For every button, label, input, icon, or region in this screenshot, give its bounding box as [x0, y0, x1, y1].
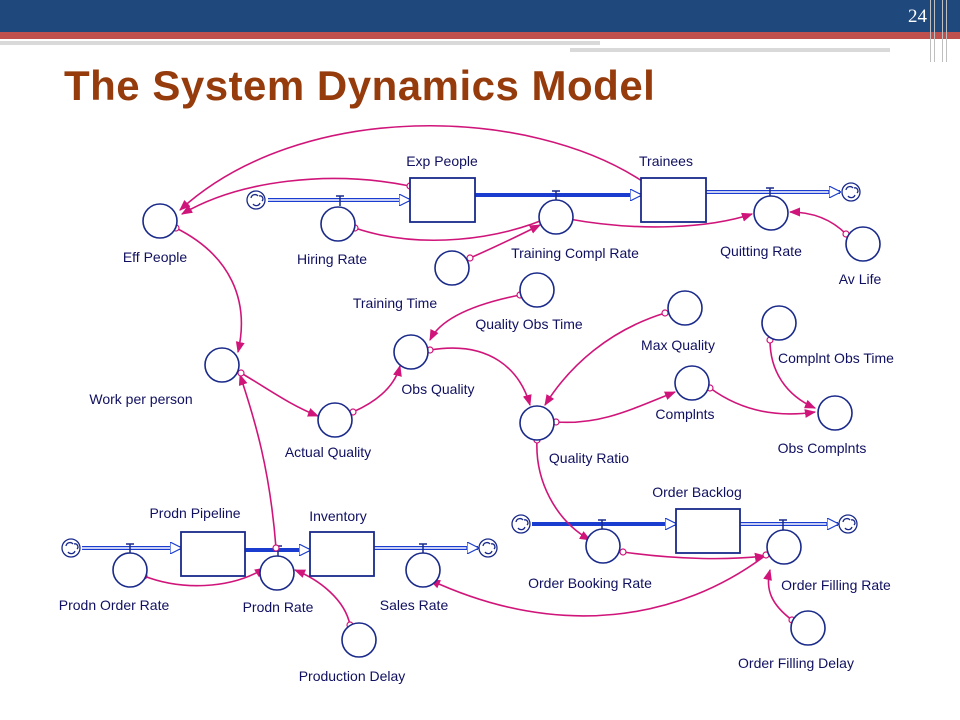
- cloud-icon: [838, 514, 858, 534]
- node-order-filling-delay: [790, 610, 826, 646]
- stocks: [180, 177, 741, 577]
- cloud-icon: [478, 538, 498, 558]
- node-order-filling-rate: [766, 529, 802, 565]
- node-quality-ratio: [519, 405, 555, 441]
- stock-exp-people: [409, 177, 476, 223]
- node-complnts: [674, 365, 710, 401]
- node-production-delay: [341, 622, 377, 658]
- node-obs-quality: [393, 334, 429, 370]
- information-links: [143, 124, 847, 626]
- label-complnt-obs-time: Complnt Obs Time: [778, 350, 894, 366]
- slide-number: 24: [908, 6, 927, 27]
- node-work-per-person: [204, 347, 240, 383]
- label-quality-ratio: Quality Ratio: [549, 450, 629, 466]
- label-complnts: Complnts: [655, 406, 714, 422]
- node-training-time: [434, 250, 470, 286]
- node-hiring-rate: [320, 206, 356, 242]
- label-prodn-pipeline: Prodn Pipeline: [149, 505, 240, 521]
- label-training-time: Training Time: [353, 295, 438, 311]
- label-av-life: Av Life: [839, 271, 882, 287]
- label-hiring-rate: Hiring Rate: [297, 251, 367, 267]
- divider-line: [0, 41, 600, 45]
- stock-trainees: [640, 177, 707, 223]
- label-order-booking-rate: Order Booking Rate: [528, 575, 652, 591]
- node-order-booking-rate: [585, 528, 621, 564]
- cloud-icon: [841, 182, 861, 202]
- cloud-icon: [511, 514, 531, 534]
- divider-line-short: [570, 48, 890, 52]
- cloud-icons: [61, 182, 861, 558]
- node-actual-quality: [317, 402, 353, 438]
- page-title: The System Dynamics Model: [64, 62, 656, 109]
- variables: [112, 195, 881, 658]
- label-obs-quality: Obs Quality: [401, 381, 474, 397]
- node-max-quality: [667, 290, 703, 326]
- label-sales-rate: Sales Rate: [380, 597, 449, 613]
- label-training-compl-rate: Training Compl Rate: [511, 245, 639, 261]
- label-quitting-rate: Quitting Rate: [720, 243, 802, 259]
- node-quitting-rate: [753, 195, 789, 231]
- stock-inventory: [309, 531, 375, 577]
- node-prodn-rate: [259, 555, 295, 591]
- node-complnt-obs-time: [761, 305, 797, 341]
- label-order-filling-rate: Order Filling Rate: [781, 577, 891, 593]
- label-prodn-rate: Prodn Rate: [243, 599, 314, 615]
- label-inventory: Inventory: [309, 508, 367, 524]
- label-order-filling-delay: Order Filling Delay: [738, 655, 854, 671]
- header-bar: [0, 0, 960, 32]
- stock-prodn-pipeline: [180, 531, 246, 577]
- node-training-compl-rate: [538, 199, 574, 235]
- stock-order-backlog: [675, 508, 741, 554]
- label-order-backlog: Order Backlog: [652, 484, 741, 500]
- decor-lines: [928, 0, 960, 62]
- label-actual-quality: Actual Quality: [285, 444, 371, 460]
- label-obs-complnts: Obs Complnts: [778, 440, 867, 456]
- cloud-icon: [61, 538, 81, 558]
- accent-line: [0, 32, 960, 39]
- node-eff-people: [142, 203, 178, 239]
- label-work-per-person: Work per person: [89, 391, 192, 407]
- labels: Exp People Trainees Prodn Pipeline Inven…: [59, 153, 894, 684]
- node-quality-obs-time: [519, 272, 555, 308]
- label-max-quality: Max Quality: [641, 337, 715, 353]
- flow-pipes: [82, 192, 840, 550]
- label-exp-people: Exp People: [406, 153, 478, 169]
- label-prodn-order-rate: Prodn Order Rate: [59, 597, 170, 613]
- label-quality-obs-time: Quality Obs Time: [475, 316, 583, 332]
- node-sales-rate: [405, 552, 441, 588]
- node-prodn-order-rate: [112, 552, 148, 588]
- node-obs-complnts: [817, 395, 853, 431]
- label-trainees: Trainees: [639, 153, 693, 169]
- cloud-icon: [246, 190, 266, 210]
- node-av-life: [845, 226, 881, 262]
- label-production-delay: Production Delay: [299, 668, 406, 684]
- label-eff-people: Eff People: [123, 249, 188, 265]
